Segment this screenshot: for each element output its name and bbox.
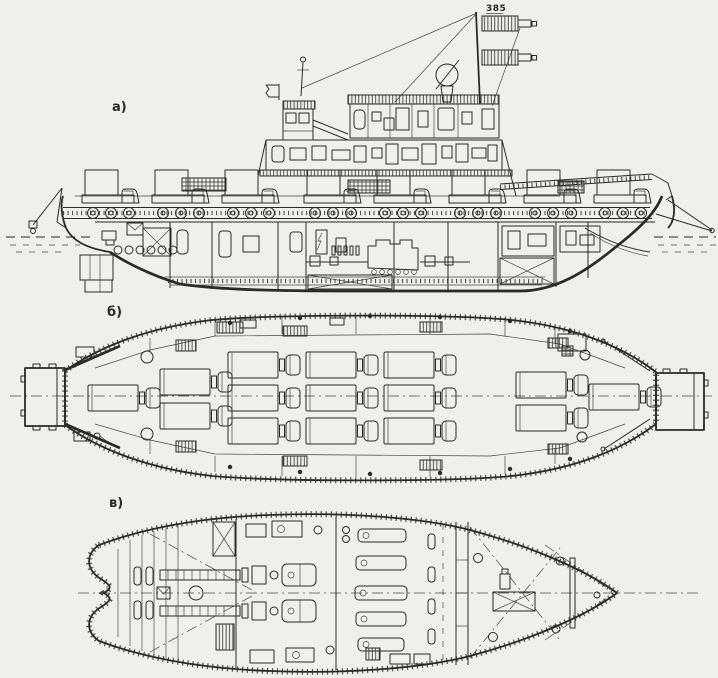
stern-skeg bbox=[79, 254, 114, 293]
forward-hold-bracing bbox=[469, 526, 611, 659]
deck-plan-label: б) bbox=[107, 305, 122, 320]
upper-deckhouse bbox=[349, 103, 500, 139]
flag-icon bbox=[265, 84, 280, 98]
cross-braced-tank-fwd bbox=[499, 257, 555, 285]
aft-cabins bbox=[501, 225, 601, 257]
page-annotation: 385 bbox=[486, 4, 506, 14]
lattice-cargo bbox=[347, 179, 391, 194]
lattice-cargo bbox=[181, 177, 227, 192]
hold-plan-label: в) bbox=[109, 496, 123, 511]
waterline bbox=[6, 236, 716, 253]
mail-hatch-symbol bbox=[126, 222, 144, 236]
page-number-text: 385 bbox=[486, 4, 506, 14]
bow-ramp-platform bbox=[655, 368, 709, 431]
center-hatch bbox=[188, 585, 204, 601]
view-labels: а) б) в) bbox=[107, 100, 127, 511]
lower-deckhouse bbox=[257, 139, 517, 197]
stern-davit bbox=[28, 187, 67, 234]
signal-mast bbox=[265, 56, 309, 100]
cross-braced-tank bbox=[142, 227, 172, 257]
crew-cabins bbox=[176, 229, 347, 258]
side-view-label: а) bbox=[112, 100, 127, 115]
mast bbox=[475, 11, 537, 105]
below-deck-cutaway bbox=[95, 221, 655, 291]
propeller-shafts bbox=[159, 563, 317, 623]
generator-room bbox=[342, 526, 436, 665]
hold-plan-view bbox=[78, 514, 700, 672]
main-deck-plan-view bbox=[10, 314, 712, 481]
bulkheads bbox=[235, 517, 576, 670]
lightning-bolt-icon bbox=[316, 232, 323, 251]
side-elevation-view: 385 bbox=[6, 4, 716, 293]
engine-room-machinery bbox=[306, 239, 470, 275]
trucks-plan-view bbox=[87, 351, 662, 445]
diagonal-bracing bbox=[149, 521, 253, 653]
hull-bottom-profile bbox=[109, 195, 664, 293]
stern-frames bbox=[117, 525, 179, 661]
deck-fittings bbox=[73, 313, 651, 477]
stern-ramp-platform bbox=[20, 344, 121, 450]
mail-hatch-symbol bbox=[156, 586, 171, 600]
engine-room-outfit bbox=[245, 520, 335, 664]
stern-profile bbox=[60, 195, 111, 253]
mast-rigging bbox=[301, 12, 521, 107]
